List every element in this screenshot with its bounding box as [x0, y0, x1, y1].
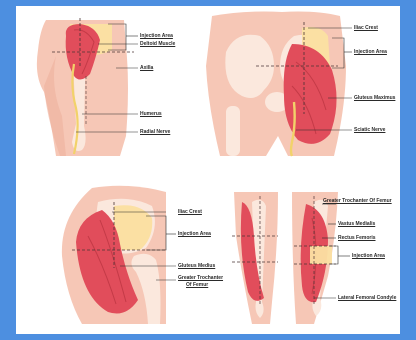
- label-deltoid-muscle: Deltoid Muscle: [140, 41, 175, 47]
- label-rectus-femoris: Rectus Femoris: [338, 235, 376, 241]
- label-iliac-crest-ventrogluteal: Iliac Crest: [178, 209, 202, 215]
- label-greater-trochanter-of-femur: Greater Trochanter Of Femur: [323, 198, 392, 204]
- label-radial-nerve: Radial Nerve: [140, 129, 170, 135]
- label-greater-trochanter-line2: Of Femur: [186, 282, 208, 288]
- label-sciatic-nerve: Sciatic Nerve: [354, 127, 385, 133]
- label-iliac-crest-dorsogluteal: Iliac Crest: [354, 25, 378, 31]
- label-lateral-femoral-condyle: Lateral Femoral Condyle: [338, 295, 396, 301]
- label-gluteus-medius: Gluteus Medius: [178, 263, 215, 269]
- dorsogluteal-figure: [206, 12, 346, 157]
- label-injection-area-deltoid: Injection Area: [140, 33, 173, 39]
- label-injection-area-ventrogluteal: Injection Area: [178, 231, 211, 237]
- label-gluteus-maximus: Gluteus Maximus: [354, 95, 395, 101]
- label-axilla: Axilla: [140, 65, 153, 71]
- label-injection-area-dorsogluteal: Injection Area: [354, 49, 387, 55]
- label-greater-trochanter-line1: Greater Trochanter: [178, 275, 223, 281]
- ventrogluteal-figure: [62, 186, 166, 324]
- label-injection-area-vastus: Injection Area: [352, 253, 385, 259]
- label-vastus-medialis: Vastus Medialis: [338, 221, 375, 227]
- illustration-panel: Injection Area Deltoid Muscle Axilla Hum…: [16, 6, 400, 334]
- deltoid-figure: [37, 18, 134, 156]
- vastus-lateralis-figure: [232, 192, 338, 324]
- label-humerus: Humerus: [140, 111, 162, 117]
